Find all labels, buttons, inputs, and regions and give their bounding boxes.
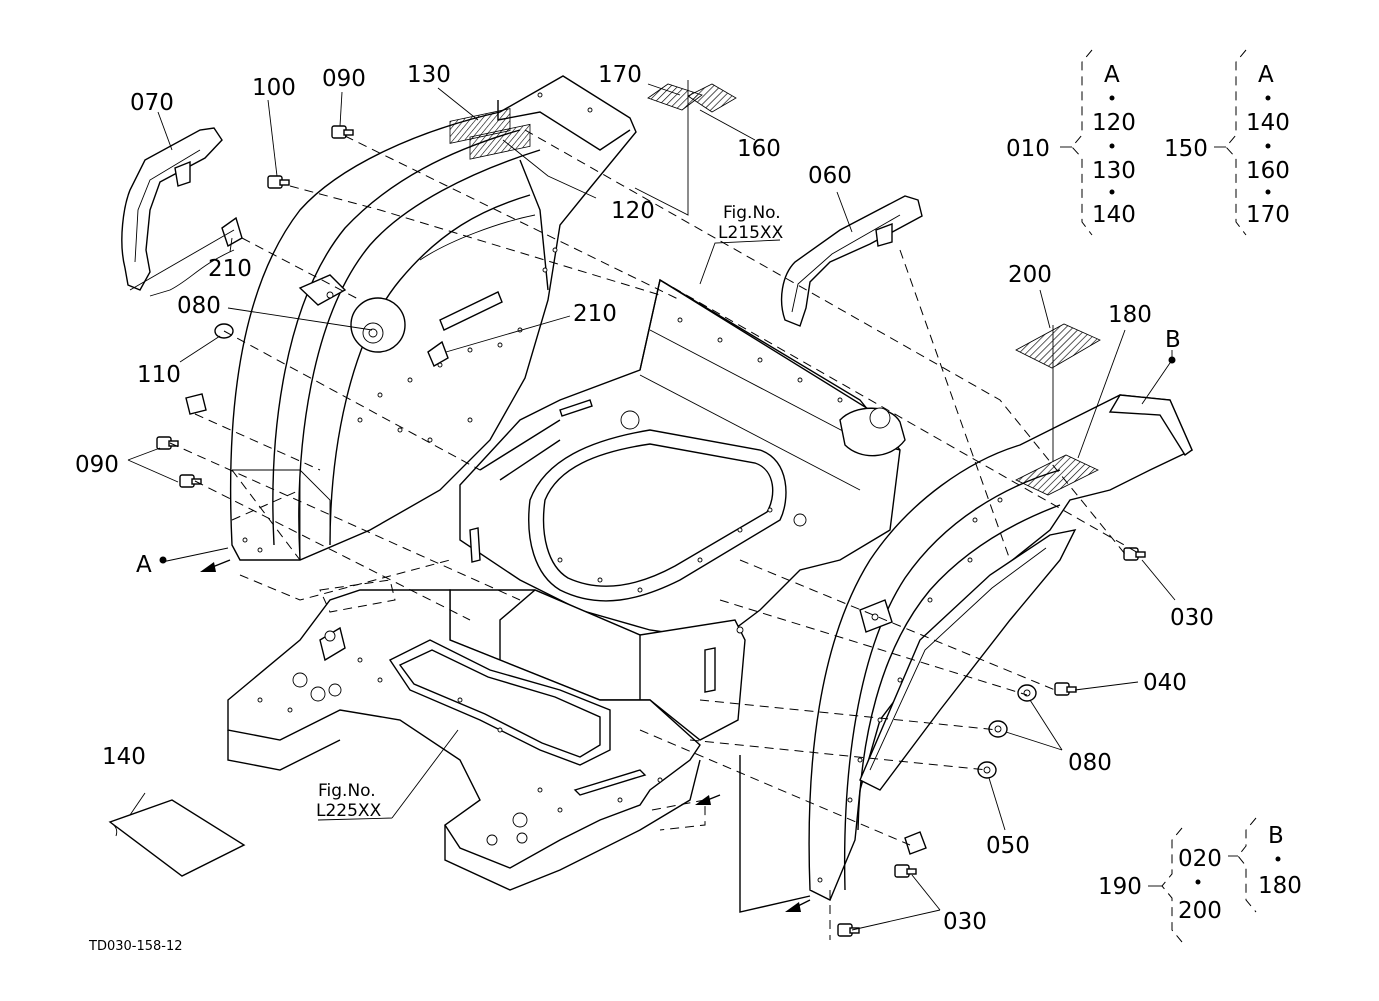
label-120: 120 [611, 198, 655, 224]
label-090-left: 090 [75, 452, 119, 478]
label-170: 170 [598, 62, 642, 88]
fig-ref-bottom-value: L225XX [316, 801, 382, 821]
kit-150-item-2: 160 [1246, 158, 1290, 184]
label-130: 130 [407, 62, 451, 88]
fig-ref-bottom-label: Fig.No. [318, 781, 376, 801]
clip-210-mid [427, 340, 449, 367]
label-110: 110 [137, 362, 181, 388]
decal-170-160 [647, 83, 737, 113]
drawing-code: TD030-158-12 [88, 939, 183, 954]
kit-190-left-0: 020 [1178, 846, 1222, 872]
label-080-left: 080 [177, 293, 221, 319]
kit-010-item-2: 130 [1092, 158, 1136, 184]
kit-190-code: 190 [1098, 874, 1142, 900]
kit-brackets [1060, 49, 1281, 943]
label-090-top: 090 [322, 66, 366, 92]
leader-lines [127, 80, 1176, 931]
screw-right [904, 831, 927, 855]
point-a-dot [159, 556, 167, 564]
label-060: 060 [808, 163, 852, 189]
bolt-090-top [331, 125, 354, 139]
label-a-point: A [136, 552, 152, 578]
bolt-090-a [156, 436, 179, 450]
washer-080-r2 [988, 720, 1008, 738]
bolt-030-a [894, 864, 917, 878]
right-hardware [837, 547, 1146, 937]
center-body [459, 278, 906, 641]
kit-010-item-0: A [1104, 62, 1120, 88]
grip-070 [121, 127, 223, 291]
label-140-sheet: 140 [102, 744, 146, 770]
label-210-mid: 210 [573, 301, 617, 327]
kit-010-code: 010 [1006, 136, 1050, 162]
bolt-090-b [179, 474, 202, 488]
screw-left [185, 393, 207, 415]
label-040: 040 [1143, 670, 1187, 696]
label-070: 070 [130, 90, 174, 116]
kit-190-right-head: B [1268, 823, 1284, 849]
floor-plate [227, 589, 701, 891]
bolt-100 [267, 175, 290, 189]
label-080-right: 080 [1068, 750, 1112, 776]
label-180: 180 [1108, 302, 1152, 328]
kit-190-right-item-0: 180 [1258, 873, 1302, 899]
washer-080-r1 [1017, 684, 1037, 702]
label-210-left: 210 [208, 256, 252, 282]
cap-050 [977, 761, 997, 779]
dashed-guides [169, 129, 1141, 940]
direction-arrows [200, 559, 811, 913]
label-160: 160 [737, 136, 781, 162]
right-fender [808, 394, 1193, 901]
washer-080-left [350, 297, 406, 353]
fig-ref-top-label: Fig.No. [723, 203, 781, 223]
label-050: 050 [986, 833, 1030, 859]
label-b-point: B [1165, 327, 1181, 353]
fig-ref-top-value: L215XX [718, 223, 784, 243]
label-030-bottom: 030 [943, 909, 987, 935]
label-030-right: 030 [1170, 605, 1214, 631]
kit-labels: 010 A 120 130 140 150 A 140 160 170 190 … [1006, 62, 1302, 924]
label-200: 200 [1008, 262, 1052, 288]
kit-190-left-1: 200 [1178, 898, 1222, 924]
kit-150-item-1: 140 [1246, 110, 1290, 136]
floor-mat-140 [108, 799, 246, 877]
kit-010-item-1: 120 [1092, 110, 1136, 136]
kit-010-item-3: 140 [1092, 202, 1136, 228]
bolt-030-b [837, 923, 860, 937]
clip-210-left [221, 216, 243, 248]
left-hardware [156, 125, 449, 488]
kit-150-item-0: A [1258, 62, 1274, 88]
left-fender [229, 75, 637, 561]
kit-150-item-3: 170 [1246, 202, 1290, 228]
grip-060 [780, 195, 923, 327]
bolt-040 [1054, 682, 1077, 696]
floor-step [449, 589, 746, 741]
decal-200 [1015, 323, 1101, 369]
label-100: 100 [252, 75, 296, 101]
bolt-030-right [1123, 547, 1146, 561]
kit-150-code: 150 [1164, 136, 1208, 162]
point-b-dot [1168, 356, 1176, 364]
callout-labels: 070 100 090 130 170 160 120 210 080 210 … [75, 62, 1214, 954]
